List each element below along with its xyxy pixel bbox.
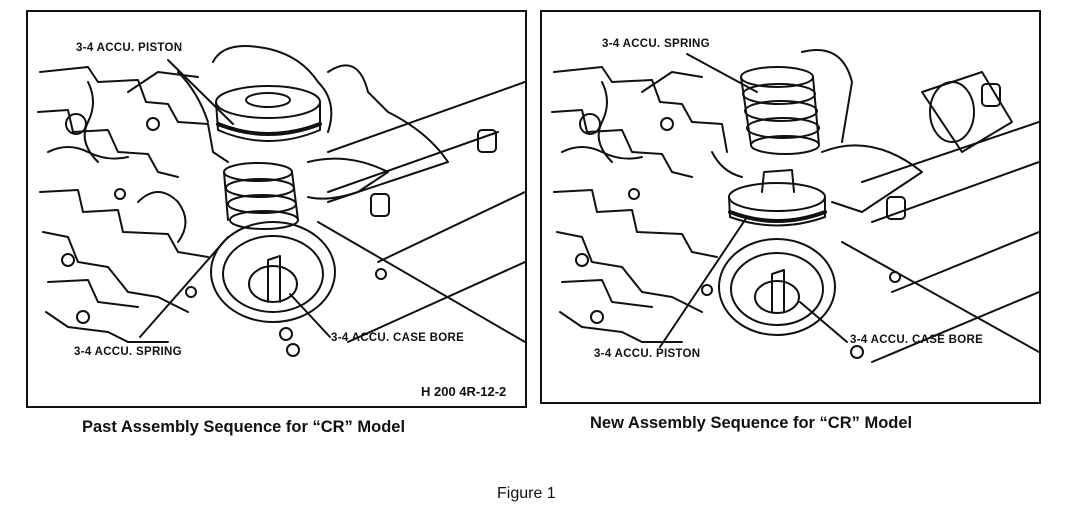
past-sequence-panel: 3-4 ACCU. PISTON 3-4 ACCU. SPRING 3-4 AC… [26,10,527,408]
callout-accu-case-bore: 3-4 ACCU. CASE BORE [850,334,984,346]
past-sequence-caption: Past Assembly Sequence for “CR” Model [82,418,406,436]
callout-accu-piston: 3-4 ACCU. PISTON [76,42,183,54]
figure-label: Figure 1 [497,485,556,502]
past-sequence-illustration [37,45,525,357]
new-sequence-panel: 3-4 ACCU. SPRING 3-4 ACCU. PISTON 3-4 AC… [540,10,1041,404]
callout-accu-spring: 3-4 ACCU. SPRING [74,346,182,358]
figure-reference-code: H 200 4R-12-2 [421,384,507,399]
callout-accu-piston: 3-4 ACCU. PISTON [594,348,701,360]
new-sequence-caption: New Assembly Sequence for “CR” Model [590,414,913,432]
new-sequence-illustration [551,49,1039,363]
callout-accu-case-bore: 3-4 ACCU. CASE BORE [331,332,465,344]
callout-accu-spring: 3-4 ACCU. SPRING [602,38,710,50]
